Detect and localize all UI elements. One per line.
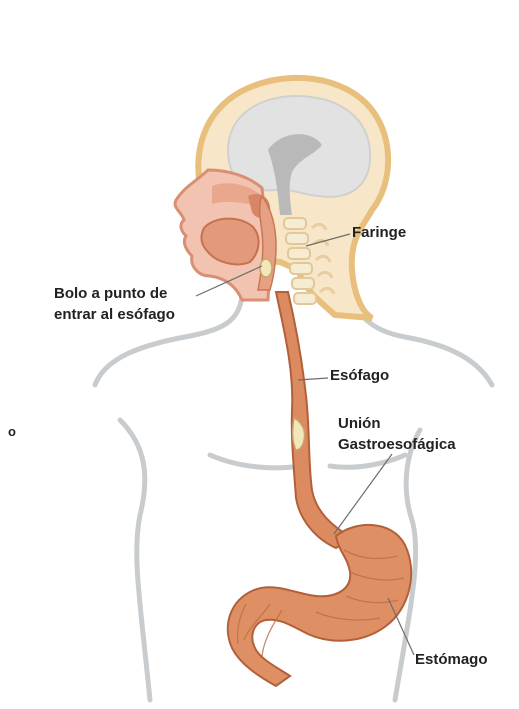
bolus-throat [260,259,272,277]
stomach [228,525,411,686]
label-esofago-text: Esófago [330,367,389,384]
label-union-gastroesofagica: Unión Gastroesofágica [338,413,456,455]
label-union-line1: Unión [338,413,456,434]
head [175,78,388,318]
label-bolo-line1: Bolo a punto de [54,283,175,304]
edge-text-fragment: o [8,421,16,442]
label-estomago-text: Estómago [415,651,488,668]
label-union-line2: Gastroesofágica [338,434,456,455]
label-bolo-line2: entrar al esófago [54,304,175,325]
label-estomago: Estómago [415,649,488,670]
edge-text: o [8,424,16,439]
label-faringe-text: Faringe [352,224,406,241]
label-faringe: Faringe [352,222,406,243]
label-esofago: Esófago [330,365,389,386]
label-bolo: Bolo a punto de entrar al esófago [54,283,175,325]
